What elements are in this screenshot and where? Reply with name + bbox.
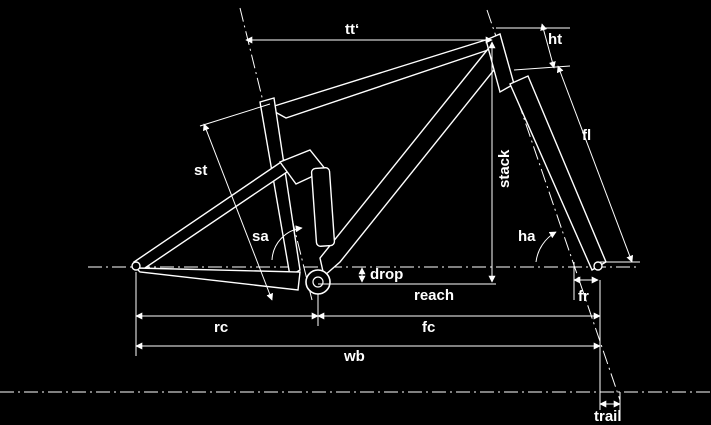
label-reach: reach [414, 287, 454, 304]
center-lines [0, 7, 711, 401]
sa-arc [271, 225, 303, 261]
ht-dimension [540, 23, 556, 69]
label-trail: trail [594, 408, 622, 425]
label-drop: drop [370, 266, 403, 283]
label-rc: rc [214, 319, 228, 336]
label-ha: ha [518, 228, 536, 245]
st-extension [199, 103, 271, 127]
ha-arc [535, 231, 557, 263]
label-ht: ht [548, 31, 562, 48]
label-sa: sa [252, 228, 269, 245]
label-fc: fc [422, 319, 435, 336]
label-fl: fl [582, 127, 591, 144]
label-fr: fr [578, 288, 589, 305]
label-stack: stack [496, 149, 513, 188]
label-wb: wb [343, 348, 365, 365]
chain-stay [134, 267, 301, 291]
down-tube [319, 42, 503, 278]
fl-dimension [556, 65, 634, 263]
dimension-lines [135, 23, 640, 410]
st-dimension [203, 123, 273, 301]
steering-axis [486, 9, 621, 401]
rear-axle [131, 261, 141, 271]
seat-stay [132, 159, 291, 271]
front-axle [593, 261, 603, 271]
bottom-bracket-center [312, 276, 324, 288]
ht-extension-bottom [513, 65, 571, 71]
rear-shock [310, 167, 336, 247]
dimension-labels: tt‘ ht fl st stack sa ha drop reach fr r… [194, 21, 622, 425]
label-tt: tt‘ [345, 21, 359, 38]
label-st: st [194, 162, 207, 179]
